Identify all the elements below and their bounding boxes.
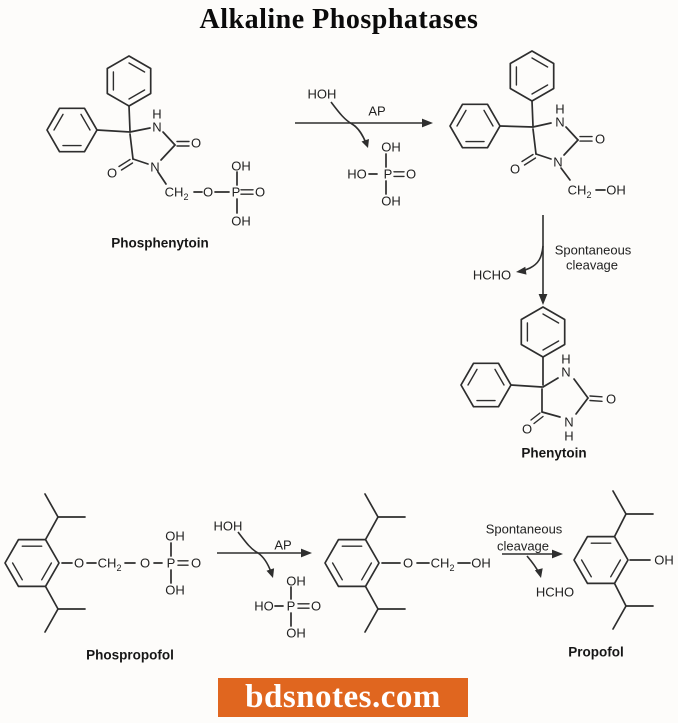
intermediate-bonds: [324, 493, 471, 633]
cleavage-label: cleavage: [497, 539, 549, 554]
oh-group-label: OH: [165, 583, 185, 598]
spontaneous-label: Spontaneous: [486, 522, 563, 537]
hydroxymethyl-phenytoin-structure: H N O N O CH 2 OH: [449, 50, 626, 200]
ch2-subscript: 2: [449, 563, 454, 573]
arrowhead: [516, 266, 527, 275]
n-atom-label: N: [152, 120, 161, 135]
o-atom-label: O: [311, 599, 321, 614]
cleavage-label: cleavage: [566, 258, 618, 273]
n-atom-label: N: [553, 155, 562, 170]
propofol-bonds: [573, 490, 654, 630]
ch2-subscript: 2: [586, 190, 591, 200]
water-curved-arrow: [330, 101, 367, 144]
molecule-label-phenytoin: Phenytoin: [521, 446, 586, 461]
o-atom-label: O: [140, 556, 150, 571]
phospropofol-bonds: [4, 493, 189, 633]
oh-group-label: OH: [231, 159, 251, 174]
enzyme-label: AP: [368, 104, 385, 119]
oh-group-label: OH: [606, 183, 626, 198]
molecule-label-phospropofol: Phospropofol: [86, 648, 174, 663]
enzyme-label: AP: [274, 538, 291, 553]
water-label: HOH: [214, 519, 243, 534]
arrowhead: [534, 568, 543, 578]
o-atom-label: O: [107, 166, 117, 181]
formaldehyde-label: HCHO: [536, 585, 574, 600]
ch2-label: CH: [98, 556, 117, 571]
ch2-label: CH: [431, 556, 450, 571]
h-atom-label: H: [564, 429, 573, 444]
oh-group-label: OH: [286, 626, 306, 641]
arrowhead: [552, 549, 563, 559]
phospropofol-structure: O CH 2 O P O OH OH Phospropofol: [4, 493, 201, 663]
p-atom-label: P: [232, 185, 241, 200]
o-atom-label: O: [403, 556, 413, 571]
n-atom-label: N: [564, 415, 573, 430]
n-atom-label: N: [561, 365, 570, 380]
phosphate-product: OH HO P O OH: [347, 140, 416, 209]
oh-group-label: OH: [381, 194, 401, 209]
o-atom-label: O: [510, 162, 520, 177]
o-atom-label: O: [203, 185, 213, 200]
phenytoin-structure: H N O N H O Phenytoin: [460, 306, 616, 461]
cleavage-arrow-1: Spontaneous cleavage HCHO: [473, 215, 632, 305]
ho-group-label: HO: [347, 167, 367, 182]
oh-group-label: OH: [231, 214, 251, 229]
phosphate-product: OH HO P O OH: [254, 574, 321, 641]
spontaneous-label: Spontaneous: [555, 243, 632, 258]
oh-group-label: OH: [165, 529, 185, 544]
o-atom-label: O: [255, 185, 265, 200]
o-atom-label: O: [606, 392, 616, 407]
oh-group-label: OH: [471, 556, 491, 571]
arrowhead: [361, 139, 369, 148]
water-label: HOH: [308, 87, 337, 102]
p-atom-label: P: [287, 599, 296, 614]
arrowhead: [538, 294, 548, 305]
reaction-arrow-1: HOH AP OH HO P O OH: [295, 87, 433, 209]
h-atom-label: H: [152, 107, 161, 122]
arrowhead: [266, 568, 275, 578]
watermark-text: bdsnotes.com: [245, 679, 441, 715]
n-atom-label: N: [555, 115, 564, 130]
reaction-arrow-2: HOH AP OH HO P O OH: [214, 519, 322, 641]
phosphenytoin-structure: H N O N O CH 2 O P O OH OH Phosphenytoin: [46, 55, 265, 251]
water-curved-arrow: [237, 531, 272, 573]
o-atom-label: O: [191, 556, 201, 571]
formaldehyde-label: HCHO: [473, 268, 511, 283]
h-atom-label: H: [561, 352, 570, 367]
watermark-banner: bdsnotes.com: [218, 678, 468, 717]
ch2-subscript: 2: [116, 563, 121, 573]
phenytoin-bonds: [460, 306, 603, 425]
benzene-ring: [449, 103, 501, 149]
arrowhead: [301, 548, 312, 558]
ch2-subscript: 2: [183, 192, 188, 202]
o-atom-label: O: [595, 132, 605, 147]
o-atom-label: O: [522, 422, 532, 437]
n-atom-label: N: [150, 160, 159, 175]
ch2-label: CH: [165, 185, 184, 200]
h-atom-label: H: [555, 102, 564, 117]
formaldehyde-curved-arrow: [520, 245, 544, 272]
page-title: Alkaline Phosphatases: [199, 4, 479, 35]
arrowhead: [422, 118, 433, 128]
p-atom-label: P: [384, 167, 393, 182]
o-atom-label: O: [74, 556, 84, 571]
p-atom-label: P: [167, 556, 176, 571]
propofol-structure: OH Propofol: [568, 490, 674, 660]
intermediate-bonds: [449, 50, 606, 191]
oh-group-label: OH: [654, 553, 674, 568]
ho-group-label: HO: [254, 599, 274, 614]
benzene-ring: [46, 107, 98, 153]
oh-group-label: OH: [381, 140, 401, 155]
benzene-ring: [460, 362, 512, 408]
phosphenytoin-bonds: [46, 55, 254, 214]
molecule-label-phosphenytoin: Phosphenytoin: [111, 236, 209, 251]
o-atom-label: O: [406, 167, 416, 182]
cleavage-arrow-2: Spontaneous cleavage HCHO: [486, 522, 574, 600]
molecule-label-propofol: Propofol: [568, 645, 624, 660]
oh-group-label: OH: [286, 574, 306, 589]
hydroxymethyl-propofol-structure: O CH 2 OH: [324, 493, 491, 633]
o-atom-label: O: [191, 136, 201, 151]
ch2-label: CH: [568, 183, 587, 198]
